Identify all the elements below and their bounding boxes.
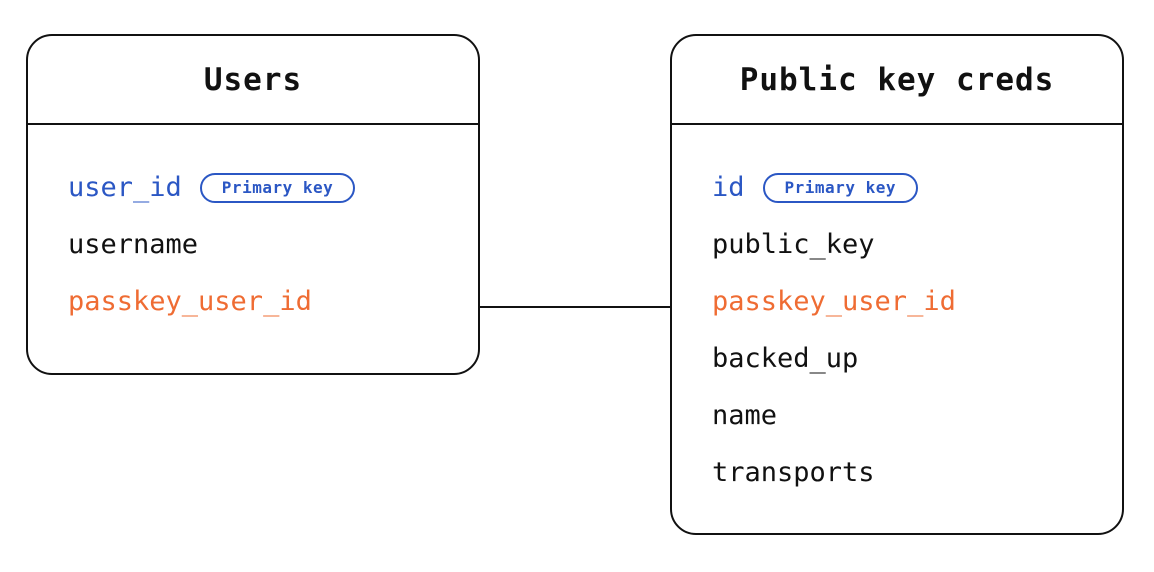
- entity-public-key-creds-fields: id Primary key public_key passkey_user_i…: [672, 125, 1122, 501]
- field-name-username: username: [68, 229, 199, 260]
- field-name-users-passkey-user-id: passkey_user_id: [68, 286, 312, 317]
- primary-key-badge-label: Primary key: [221, 177, 334, 197]
- field-row-name[interactable]: name: [672, 387, 1122, 444]
- relationship-line-users-to-public-key-creds: [478, 306, 672, 308]
- primary-key-badge-label: Primary key: [784, 177, 896, 197]
- primary-key-badge-id: Primary key: [762, 172, 918, 203]
- entity-users[interactable]: Users user_id Primary key username passk…: [26, 34, 480, 375]
- field-name-transports: transports: [712, 457, 875, 488]
- field-row-users-passkey-user-id[interactable]: passkey_user_id: [28, 273, 478, 330]
- entity-users-fields: user_id Primary key username passkey_use…: [28, 125, 478, 330]
- entity-public-key-creds-header: Public key creds: [672, 36, 1122, 125]
- field-name-backed-up: backed_up: [712, 343, 859, 374]
- field-name-name: name: [712, 400, 778, 431]
- field-row-creds-passkey-user-id[interactable]: passkey_user_id: [672, 273, 1122, 330]
- field-row-backed-up[interactable]: backed_up: [672, 330, 1122, 387]
- field-name-user-id: user_id: [68, 172, 182, 203]
- entity-users-title: Users: [203, 61, 303, 98]
- field-name-id: id: [712, 172, 745, 203]
- entity-users-header: Users: [28, 36, 478, 125]
- entity-public-key-creds-title: Public key creds: [739, 61, 1055, 98]
- field-name-creds-passkey-user-id: passkey_user_id: [712, 286, 956, 317]
- primary-key-badge-user-id: Primary key: [199, 172, 356, 203]
- field-row-public-key[interactable]: public_key: [672, 216, 1122, 273]
- field-name-public-key: public_key: [712, 229, 875, 260]
- field-row-user-id[interactable]: user_id Primary key: [28, 159, 478, 216]
- field-row-username[interactable]: username: [28, 216, 478, 273]
- field-row-transports[interactable]: transports: [672, 444, 1122, 501]
- entity-public-key-creds[interactable]: Public key creds id Primary key public_k…: [670, 34, 1124, 535]
- field-row-id[interactable]: id Primary key: [672, 159, 1122, 216]
